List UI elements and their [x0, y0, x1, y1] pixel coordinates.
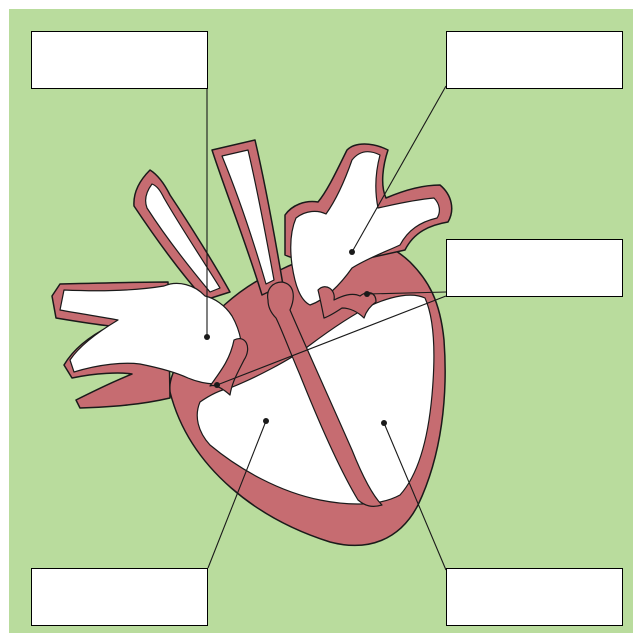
label-box-top-right[interactable]: [446, 31, 623, 89]
dot-right-ventricle: [381, 420, 387, 426]
label-box-middle-right[interactable]: [446, 239, 623, 297]
dot-left-ventricle: [263, 418, 269, 424]
label-box-bottom-left[interactable]: [31, 568, 208, 626]
dot-right-atrium: [349, 249, 355, 255]
dot-valve-left: [214, 382, 220, 388]
label-box-top-left[interactable]: [31, 31, 208, 89]
dot-valve-right: [364, 291, 370, 297]
dot-left-atrium: [204, 334, 210, 340]
label-box-bottom-right[interactable]: [446, 568, 623, 626]
